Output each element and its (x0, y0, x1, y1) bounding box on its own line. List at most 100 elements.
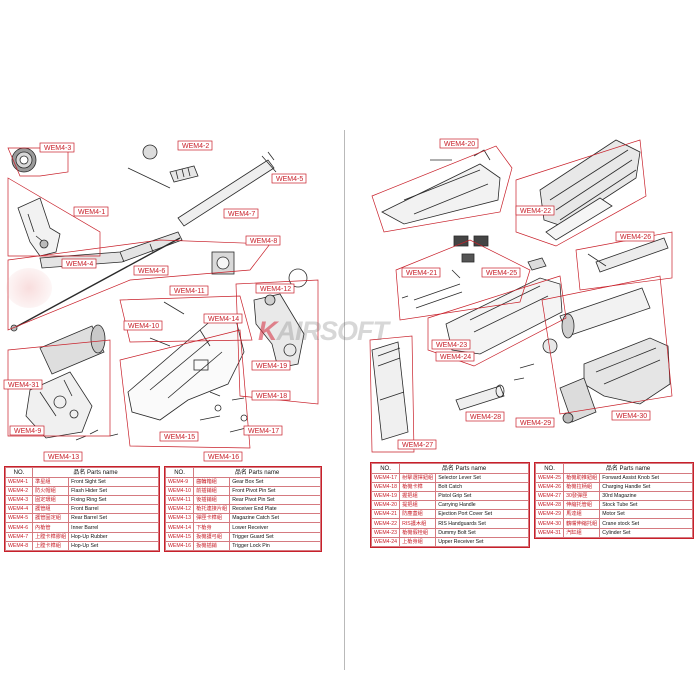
callout-tag: WEM4-5 (271, 173, 307, 184)
part-name-cn-cell: 槍機拉柄組 (563, 482, 601, 493)
callout-label: WEM4-18 (256, 393, 287, 400)
callout-outline-5 (7, 339, 111, 437)
cylinder-part (39, 324, 106, 375)
part-number-cell: WEM4-3 (5, 495, 33, 506)
callout-tag: WEM4-31 (3, 379, 43, 390)
part-name-en-cell: Receiver End Plate (229, 504, 321, 515)
carrying-handle-part (381, 149, 501, 225)
part-name-cn-cell: 護管組 (31, 504, 70, 515)
part-name-en-cell: Dummy Bolt Set (435, 527, 529, 538)
header-cn: 品名 (605, 465, 618, 472)
part-name-cn-cell: 伸縮托管組 (563, 500, 601, 511)
callout-label: WEM4-11 (174, 288, 205, 295)
callout-tag: WEM4-9 (9, 425, 45, 436)
motor-part (559, 377, 597, 424)
hop-up-part (211, 251, 235, 275)
part-number-cell: WEM4-17 (370, 472, 401, 484)
part-name-en-cell: Trigger Guard Set (229, 531, 321, 542)
callout-tag: WEM4-20 (439, 138, 479, 149)
watermark-logo: KAIRSOFT (258, 316, 389, 347)
part-name-cn-cell: 後插銷組 (193, 495, 231, 506)
part-name-cn-cell: 準星組 (31, 476, 70, 488)
header-parts-name: 品名 Parts name (563, 463, 693, 474)
callout-label: WEM4-25 (486, 270, 517, 277)
part-number-cell: WEM4-7 (5, 531, 33, 542)
charging-handle-part (587, 237, 669, 273)
part-name-en-cell: Crane stock Set (599, 518, 693, 529)
callout-label: WEM4-4 (66, 261, 93, 268)
part-name-en-cell: 30rd Magazine (599, 491, 693, 502)
callout-tag: WEM4-14 (203, 313, 243, 324)
gearbox-part (25, 371, 93, 439)
callout-label: WEM4-9 (14, 428, 41, 435)
retaining-ring-part (142, 144, 158, 160)
callout-label: WEM4-6 (138, 268, 165, 275)
part-name-en-cell: Hop-Up Set (68, 540, 159, 551)
callout-outline-8 (371, 145, 513, 233)
part-name-cn-cell: 射擊選擇鈕組 (399, 472, 437, 484)
callout-label: WEM4-7 (228, 211, 255, 218)
callout-tag: WEM4-13 (43, 451, 83, 462)
callout-tag: WEM4-15 (159, 431, 199, 442)
rear-barrel-part (177, 151, 277, 227)
part-name-cn-cell: 馬達組 (563, 509, 601, 520)
part-number-cell: WEM4-23 (370, 527, 401, 538)
part-name-en-cell: Bolt Catch (435, 482, 529, 493)
callout-label: WEM4-27 (402, 442, 433, 449)
callout-tag: WEM4-28 (465, 411, 505, 422)
part-name-en-cell: Selector Lever Set (435, 472, 529, 484)
part-name-en-cell: Motor Set (599, 509, 693, 520)
callout-tag: WEM4-26 (615, 231, 655, 242)
fixing-ring-part (11, 147, 37, 173)
callout-outline-9 (515, 139, 647, 247)
table-header-row: NO. 品名 Parts name (5, 467, 159, 478)
part-name-cn-cell: 固定環組 (31, 495, 70, 506)
end-plate-part (288, 268, 308, 288)
part-name-en-cell: Cylinder Set (599, 527, 693, 538)
header-en: Parts name (87, 469, 118, 476)
callout-tag: WEM4-22 (515, 205, 555, 216)
part-number-cell: WEM4-27 (534, 491, 565, 502)
callout-label: WEM4-22 (520, 208, 551, 215)
callout-label: WEM4-8 (250, 238, 277, 245)
callout-tags: WEM4-3 WEM4-2 WEM4-5 WEM4-1 WEM4-7 WEM4-… (3, 138, 655, 462)
part-name-cn-cell: 槍機助推鈕組 (563, 472, 601, 484)
header-en: Parts name (619, 465, 651, 472)
part-name-cn-cell: 槍機卡榫 (399, 482, 437, 493)
callout-outline-2 (7, 177, 101, 257)
front-sight-part (17, 197, 61, 257)
part-name-en-cell: Gear Box Set (229, 476, 321, 488)
part-name-en-cell: Hop-Up Rubber (68, 531, 159, 542)
part-number-cell: WEM4-30 (534, 518, 565, 529)
callout-tag: WEM4-1 (73, 206, 109, 217)
barrel-tip (10, 324, 18, 332)
part-name-cn-cell: 內槍管 (31, 522, 70, 533)
callout-outline-11 (395, 239, 531, 321)
callout-label: WEM4-1 (78, 209, 105, 216)
red-smudge (6, 268, 52, 308)
part-number-cell: WEM4-15 (164, 531, 195, 542)
table-header-row: NO. 品名 Parts name (370, 463, 529, 474)
callout-tag: WEM4-27 (397, 439, 437, 450)
callout-outline-3 (7, 239, 271, 331)
header-cn: 品名 (441, 465, 454, 472)
callout-tag: WEM4-30 (611, 410, 651, 421)
callout-label: WEM4-5 (276, 176, 303, 183)
callout-tag: WEM4-29 (515, 417, 555, 428)
part-name-en-cell: Front Pivot Pin Set (229, 486, 321, 497)
part-name-cn-cell: 提把組 (399, 500, 437, 511)
